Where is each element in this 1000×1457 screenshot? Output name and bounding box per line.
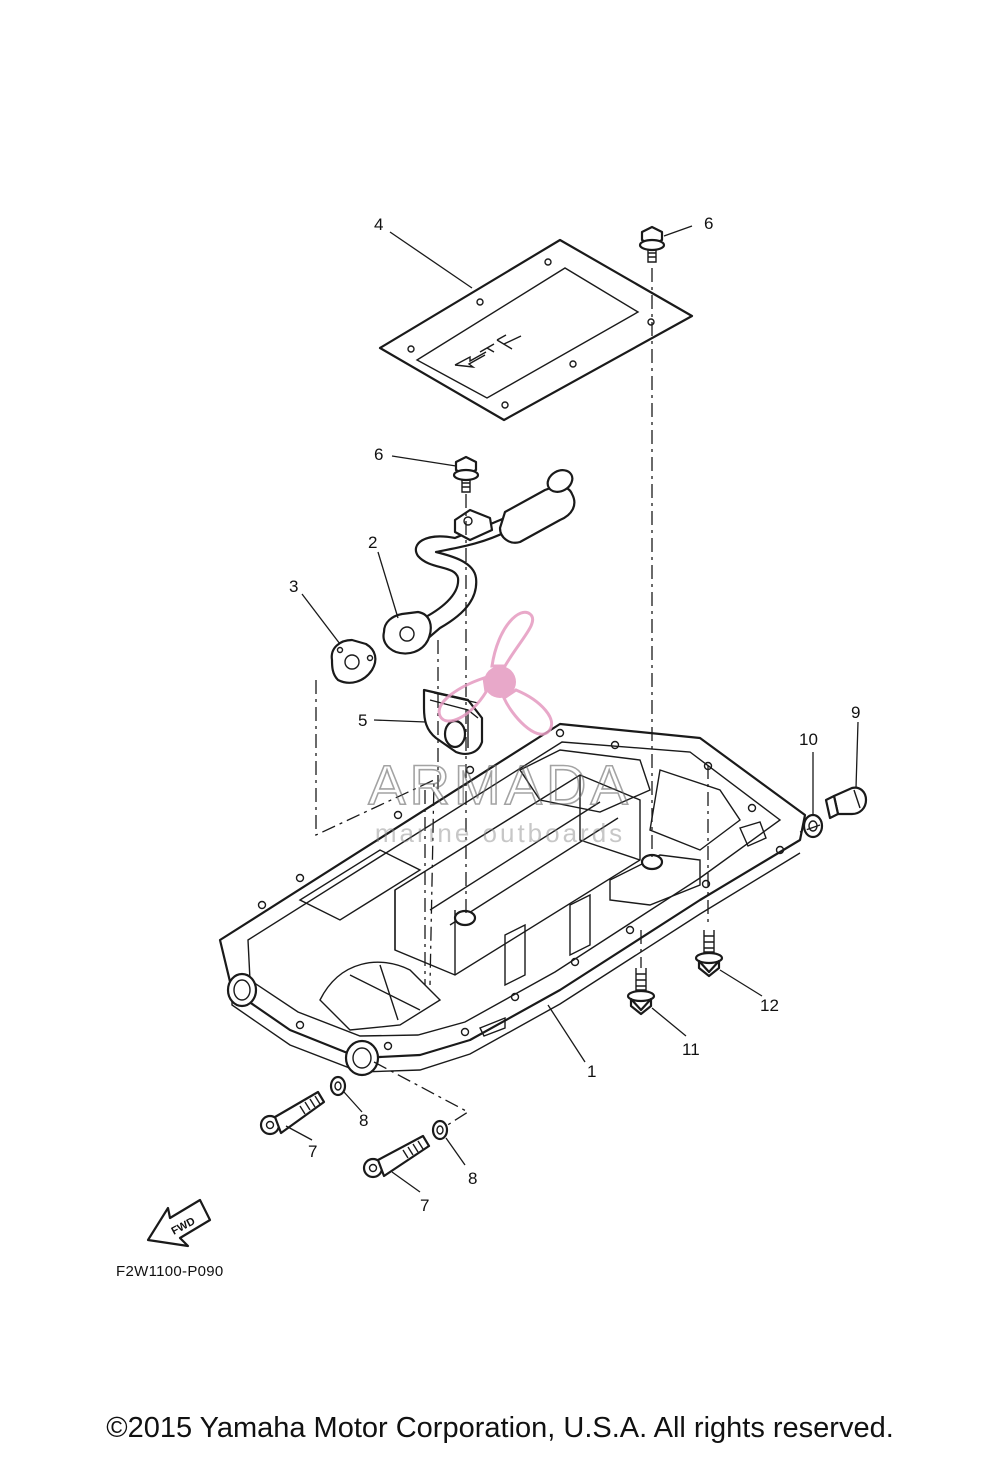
callout-1: 1 xyxy=(587,1062,596,1081)
bolt-part-12 xyxy=(694,930,724,978)
washer-part-8-upper xyxy=(329,1075,347,1097)
callout-2: 2 xyxy=(368,533,377,552)
callout-8-lower: 8 xyxy=(468,1169,477,1188)
callout-8-upper: 8 xyxy=(359,1111,368,1130)
callout-11: 11 xyxy=(682,1040,700,1059)
callout-7-upper: 7 xyxy=(308,1142,317,1161)
washer-part-10 xyxy=(802,813,824,839)
cover-plate-part-4 xyxy=(378,238,694,422)
propeller-logo-icon xyxy=(437,610,554,736)
callout-9: 9 xyxy=(851,703,860,722)
oil-pan-part-1 xyxy=(218,722,807,1077)
callout-12: 12 xyxy=(760,996,779,1015)
bolt-part-7-upper xyxy=(259,1090,326,1136)
callout-10: 10 xyxy=(799,730,818,749)
callout-7-lower: 7 xyxy=(420,1196,429,1215)
gasket-part-3 xyxy=(330,638,377,684)
bolt-part-9 xyxy=(824,786,868,820)
callout-6-middle: 6 xyxy=(374,445,383,464)
callout-4: 4 xyxy=(374,215,383,234)
armada-watermark: ARMADA marine outboards xyxy=(367,610,632,848)
callout-6-top: 6 xyxy=(704,214,713,233)
bolt-part-6-top xyxy=(638,225,666,263)
alignment-lines xyxy=(315,268,821,1127)
watermark-brand: ARMADA xyxy=(368,753,632,816)
drawing-code: F2W1100-P090 xyxy=(116,1263,224,1280)
callout-3: 3 xyxy=(289,577,298,596)
watermark-tagline: marine outboards xyxy=(375,818,625,848)
callout-numbers: 1 2 3 4 5 6 6 7 7 8 8 9 10 11 12 xyxy=(289,214,860,1215)
leader-lines xyxy=(285,225,859,1193)
copyright-notice: ©2015 Yamaha Motor Corporation, U.S.A. A… xyxy=(106,1412,894,1444)
bolt-part-6-middle xyxy=(452,455,480,493)
washer-part-8-lower xyxy=(431,1119,449,1141)
bolt-part-7-lower xyxy=(362,1134,431,1179)
bolt-part-11 xyxy=(626,968,656,1016)
callout-5: 5 xyxy=(358,711,367,730)
pipe-part-2 xyxy=(382,469,576,655)
fwd-direction-arrow: FWD xyxy=(146,1198,212,1248)
